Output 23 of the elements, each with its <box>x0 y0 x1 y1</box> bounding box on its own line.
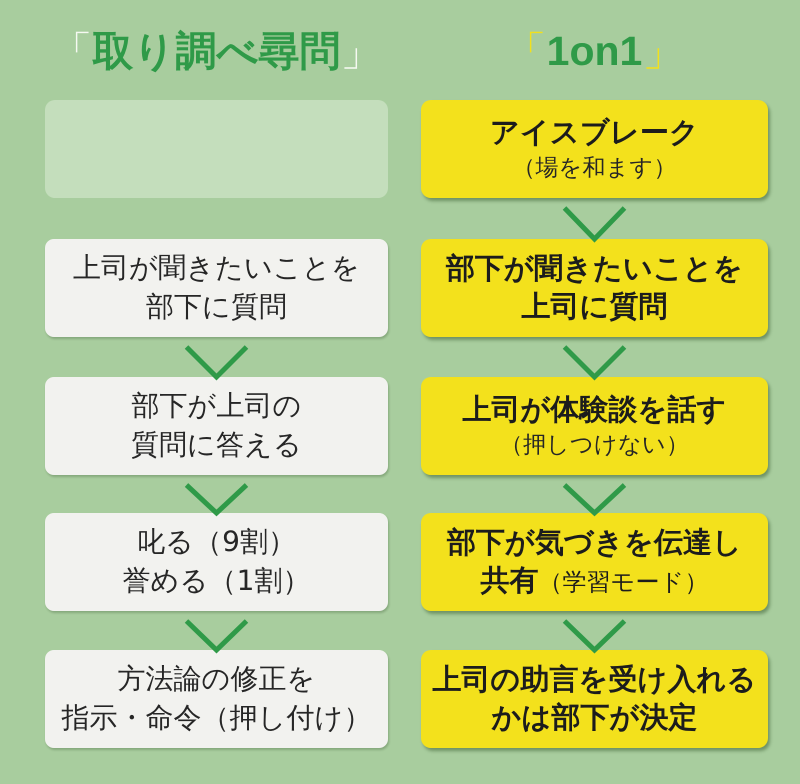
step-box <box>45 513 388 611</box>
step-text: 上司が聞きたいことを部下に質問 <box>73 250 360 325</box>
step-text: 部下が気づきを伝達し共有（学習モード） <box>447 524 742 599</box>
step-text: 上司が体験談を話す <box>462 391 726 428</box>
step-note: （押しつけない） <box>500 430 689 460</box>
step-text: 部下が聞きたいことを上司に質問 <box>446 250 743 325</box>
step-box <box>421 239 768 337</box>
step-text: アイスブレーク <box>490 114 699 152</box>
step-text: 上司の助言を受け入れるかは部下が決定 <box>432 661 756 736</box>
step-box <box>45 650 388 748</box>
step-text: 叱る（9割）誉める（1割） <box>122 524 310 599</box>
step-box <box>421 377 768 475</box>
step-text: 方法論の修正を指示・命令（押し付け） <box>62 661 372 736</box>
step-box <box>421 100 768 198</box>
step-note: （場を和ます） <box>512 154 676 183</box>
step-box <box>421 650 768 748</box>
step-box <box>421 513 768 611</box>
column-title: 「取り調べ尋問」 <box>52 28 382 76</box>
blank-panel <box>45 100 388 198</box>
step-box <box>45 377 388 475</box>
step-box <box>45 239 388 337</box>
step-text: 部下が上司の質問に答える <box>131 388 302 463</box>
column-title: 「1on1」 <box>506 28 684 76</box>
